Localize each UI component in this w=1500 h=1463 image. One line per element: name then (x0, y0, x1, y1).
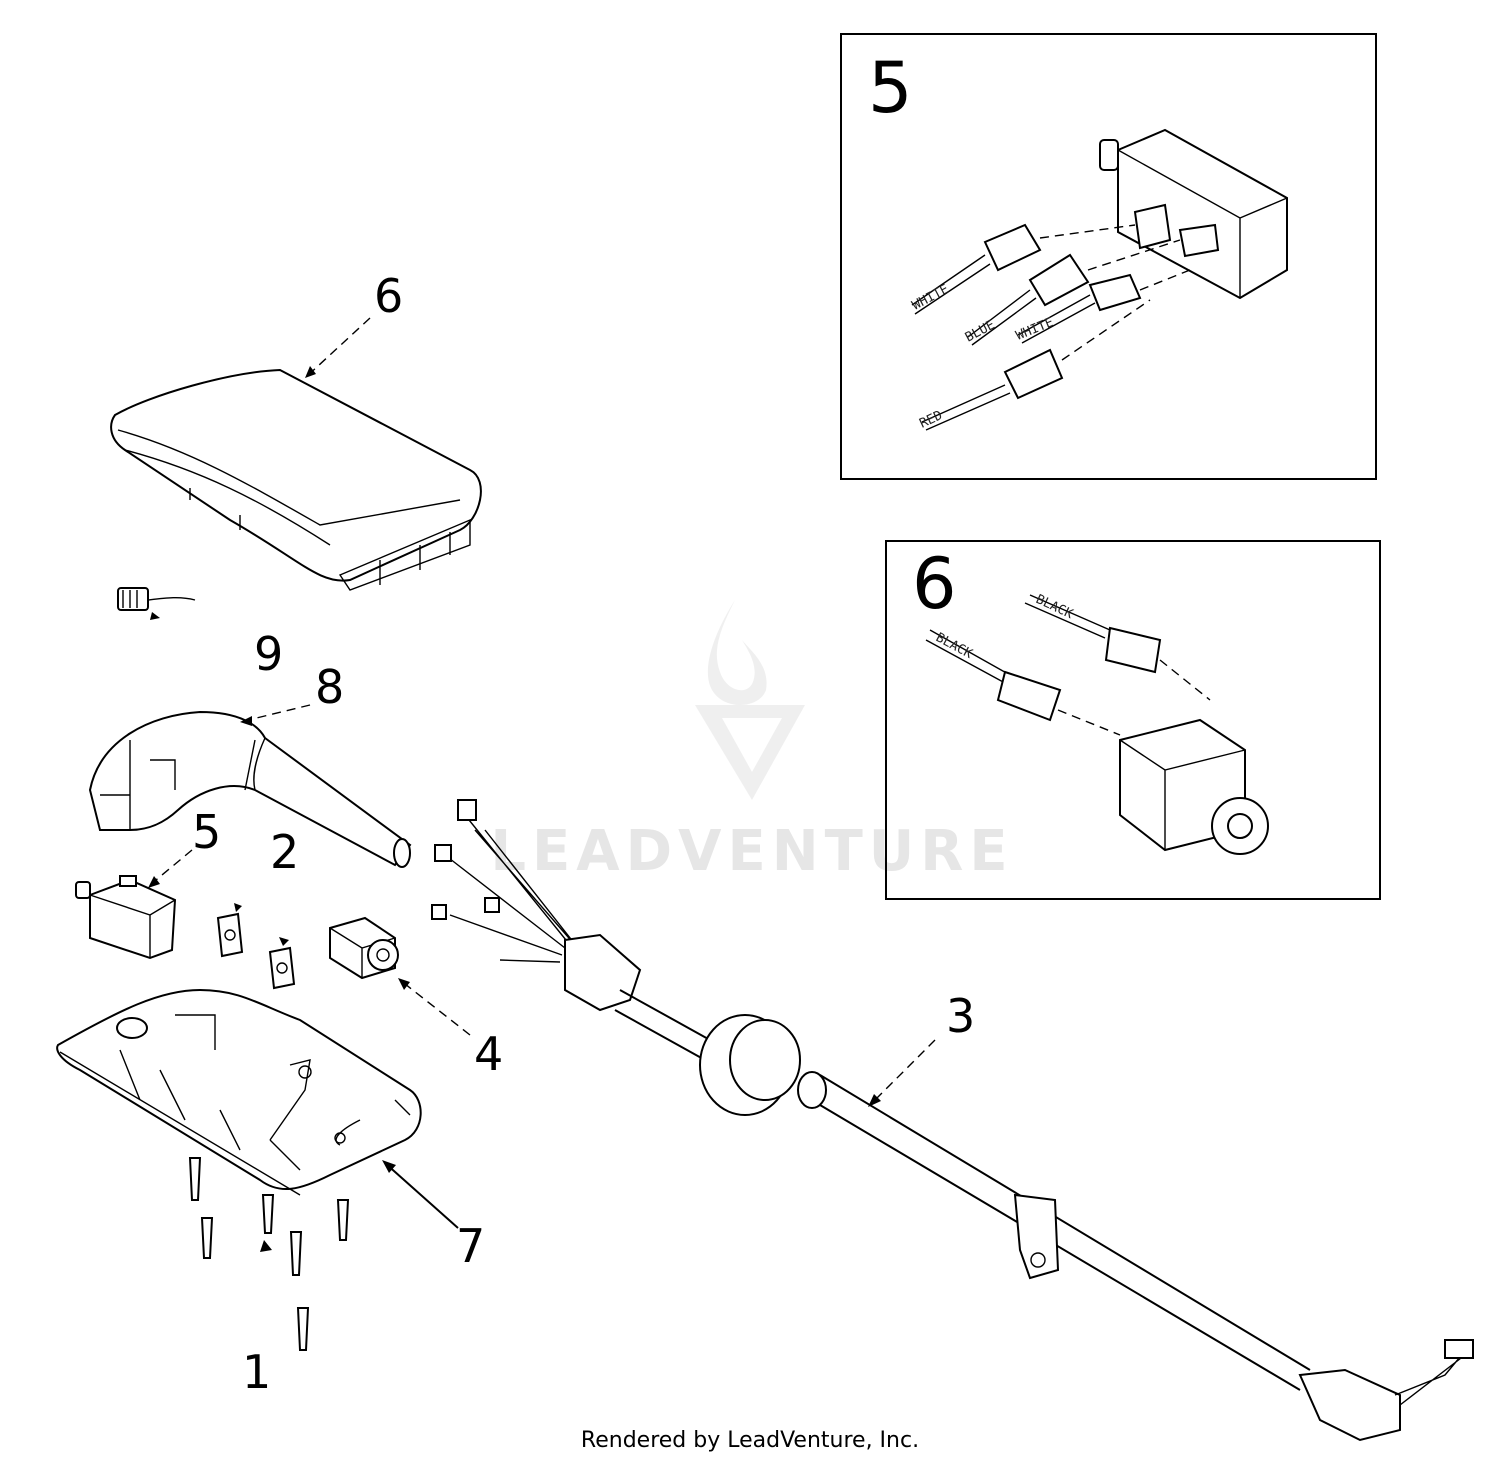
callout-9: 9 (254, 627, 283, 681)
callout-1: 1 (242, 1345, 271, 1399)
footer-credit: Rendered by LeadVenture, Inc. (580, 1428, 920, 1453)
callout-4: 4 (474, 1027, 503, 1081)
inset-5: 5 WHITE BLUE WHITE RED (840, 33, 1377, 480)
screw-parts (188, 1157, 350, 1351)
wire-label-white-1: WHITE (910, 282, 952, 314)
top-cover-part (110, 368, 482, 591)
wire-label-white-2: WHITE (1014, 315, 1056, 344)
wire-label-black-1: BLACK (1033, 592, 1075, 622)
wire-label-blue: BLUE (963, 318, 998, 346)
terminal-parts (216, 903, 296, 990)
inset-6-number: 6 (912, 543, 957, 625)
wire-label-red: RED (917, 408, 945, 432)
base-housing-part (56, 988, 422, 1196)
wire-clip-part (117, 587, 196, 620)
handle-tube-part (88, 710, 412, 868)
inset-5-number: 5 (868, 47, 913, 129)
callout-3: 3 (946, 989, 975, 1043)
callout-8: 8 (315, 660, 344, 714)
leader-lines (148, 317, 936, 1229)
key-switch-part (329, 916, 399, 980)
watermark-text: LEADVENTURE (490, 819, 1013, 884)
callout-6: 6 (374, 269, 403, 323)
switch-part (75, 875, 177, 960)
callout-2: 2 (270, 825, 299, 879)
wire-label-black-2: BLACK (933, 630, 975, 662)
callout-7: 7 (456, 1219, 485, 1273)
callout-5: 5 (192, 805, 221, 859)
wire-harness-part (431, 799, 1474, 1442)
leadventure-watermark-logo (695, 600, 805, 800)
